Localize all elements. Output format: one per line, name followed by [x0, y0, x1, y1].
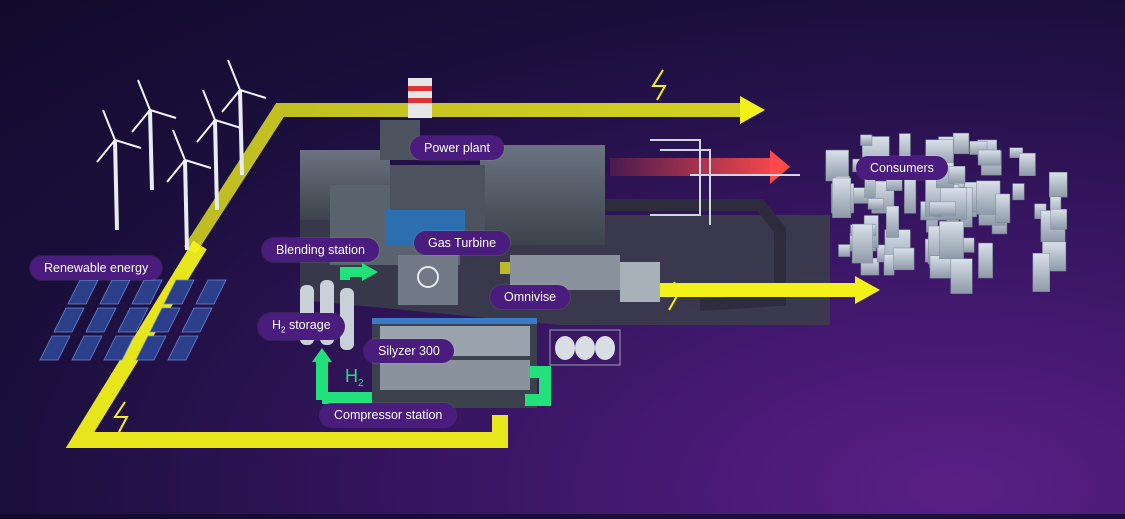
lightning-icon: [651, 69, 667, 101]
lightning-icon: [113, 401, 129, 433]
wind-turbine-icon: [96, 109, 142, 231]
wind-turbine-icon: [221, 59, 267, 176]
h2-icon: H 2: [345, 366, 364, 389]
city-building: [838, 244, 851, 257]
city-building: [904, 175, 917, 214]
city-building: [939, 221, 964, 260]
hydrogen-flow-lines: [312, 263, 551, 406]
city-building: [867, 198, 884, 210]
solar-panel-icon: [195, 279, 227, 305]
label-consumers: Consumers: [856, 156, 948, 180]
solar-panel-icon: [85, 307, 117, 333]
solar-field: [39, 279, 227, 361]
label-gas-turbine: Gas Turbine: [414, 231, 511, 255]
wind-turbine-icon: [196, 89, 242, 211]
lightning-icon: [663, 281, 679, 311]
solar-panel-icon: [53, 307, 85, 333]
city-building: [978, 242, 993, 279]
city-building: [977, 149, 1001, 166]
label-power-plant: Power plant: [410, 136, 505, 160]
city-building: [860, 134, 873, 146]
city-building: [948, 166, 966, 184]
city-building: [1048, 171, 1068, 198]
h2-storage-prefix: H: [272, 318, 282, 332]
h2-marker-sub: 2: [358, 378, 364, 389]
wind-turbine-icon: [166, 129, 212, 251]
city-building: [1032, 252, 1050, 292]
solar-panel-icon: [117, 307, 149, 333]
label-renewable-energy: Renewable energy: [30, 256, 163, 280]
solar-panel-icon: [99, 279, 131, 305]
label-omnivise: Omnivise: [490, 285, 571, 309]
solar-panel-icon: [67, 279, 99, 305]
wind-farm: [96, 59, 267, 251]
compressor-units: [549, 329, 621, 366]
wind-turbine-icon: [131, 79, 177, 191]
label-h2-storage: H2 storage: [258, 313, 345, 340]
city-building: [929, 201, 956, 216]
city-building: [995, 193, 1011, 224]
label-compressor-station: Compressor station: [320, 403, 457, 427]
city-building: [952, 132, 970, 155]
grid-loop-line: [65, 240, 508, 448]
pipe-rack: [650, 139, 800, 225]
city-building: [1019, 152, 1036, 176]
solar-panel-icon: [181, 307, 213, 333]
city-building: [886, 205, 899, 238]
city-building: [1050, 208, 1068, 230]
city-building: [832, 177, 852, 218]
city-building: [1012, 183, 1025, 201]
city-building: [851, 223, 874, 264]
solar-panel-icon: [149, 307, 181, 333]
right-arrow-head: [855, 276, 880, 304]
power-plant: [300, 78, 660, 305]
solar-panel-icon: [131, 279, 163, 305]
solar-panel-icon: [167, 335, 199, 361]
solar-panel-icon: [71, 335, 103, 361]
h2-storage-suffix: storage: [285, 318, 331, 332]
solar-panel-icon: [163, 279, 195, 305]
city-building: [1009, 147, 1023, 159]
renewable-to-top-line: [184, 103, 745, 254]
label-silyzer: Silyzer 300: [364, 339, 454, 363]
silyzer-building: [372, 318, 537, 408]
city-building: [893, 247, 915, 271]
plant-to-consumers-line: [660, 283, 860, 297]
solar-panel-icon: [135, 335, 167, 361]
city-building: [950, 258, 973, 294]
h2-storage-sub: 2: [281, 325, 286, 335]
h2-marker-letter: H: [345, 366, 358, 386]
label-blending-station: Blending station: [262, 238, 379, 262]
solar-panel-icon: [103, 335, 135, 361]
top-arrow-head: [740, 96, 765, 124]
solar-panel-icon: [39, 335, 71, 361]
city-building: [883, 254, 895, 276]
